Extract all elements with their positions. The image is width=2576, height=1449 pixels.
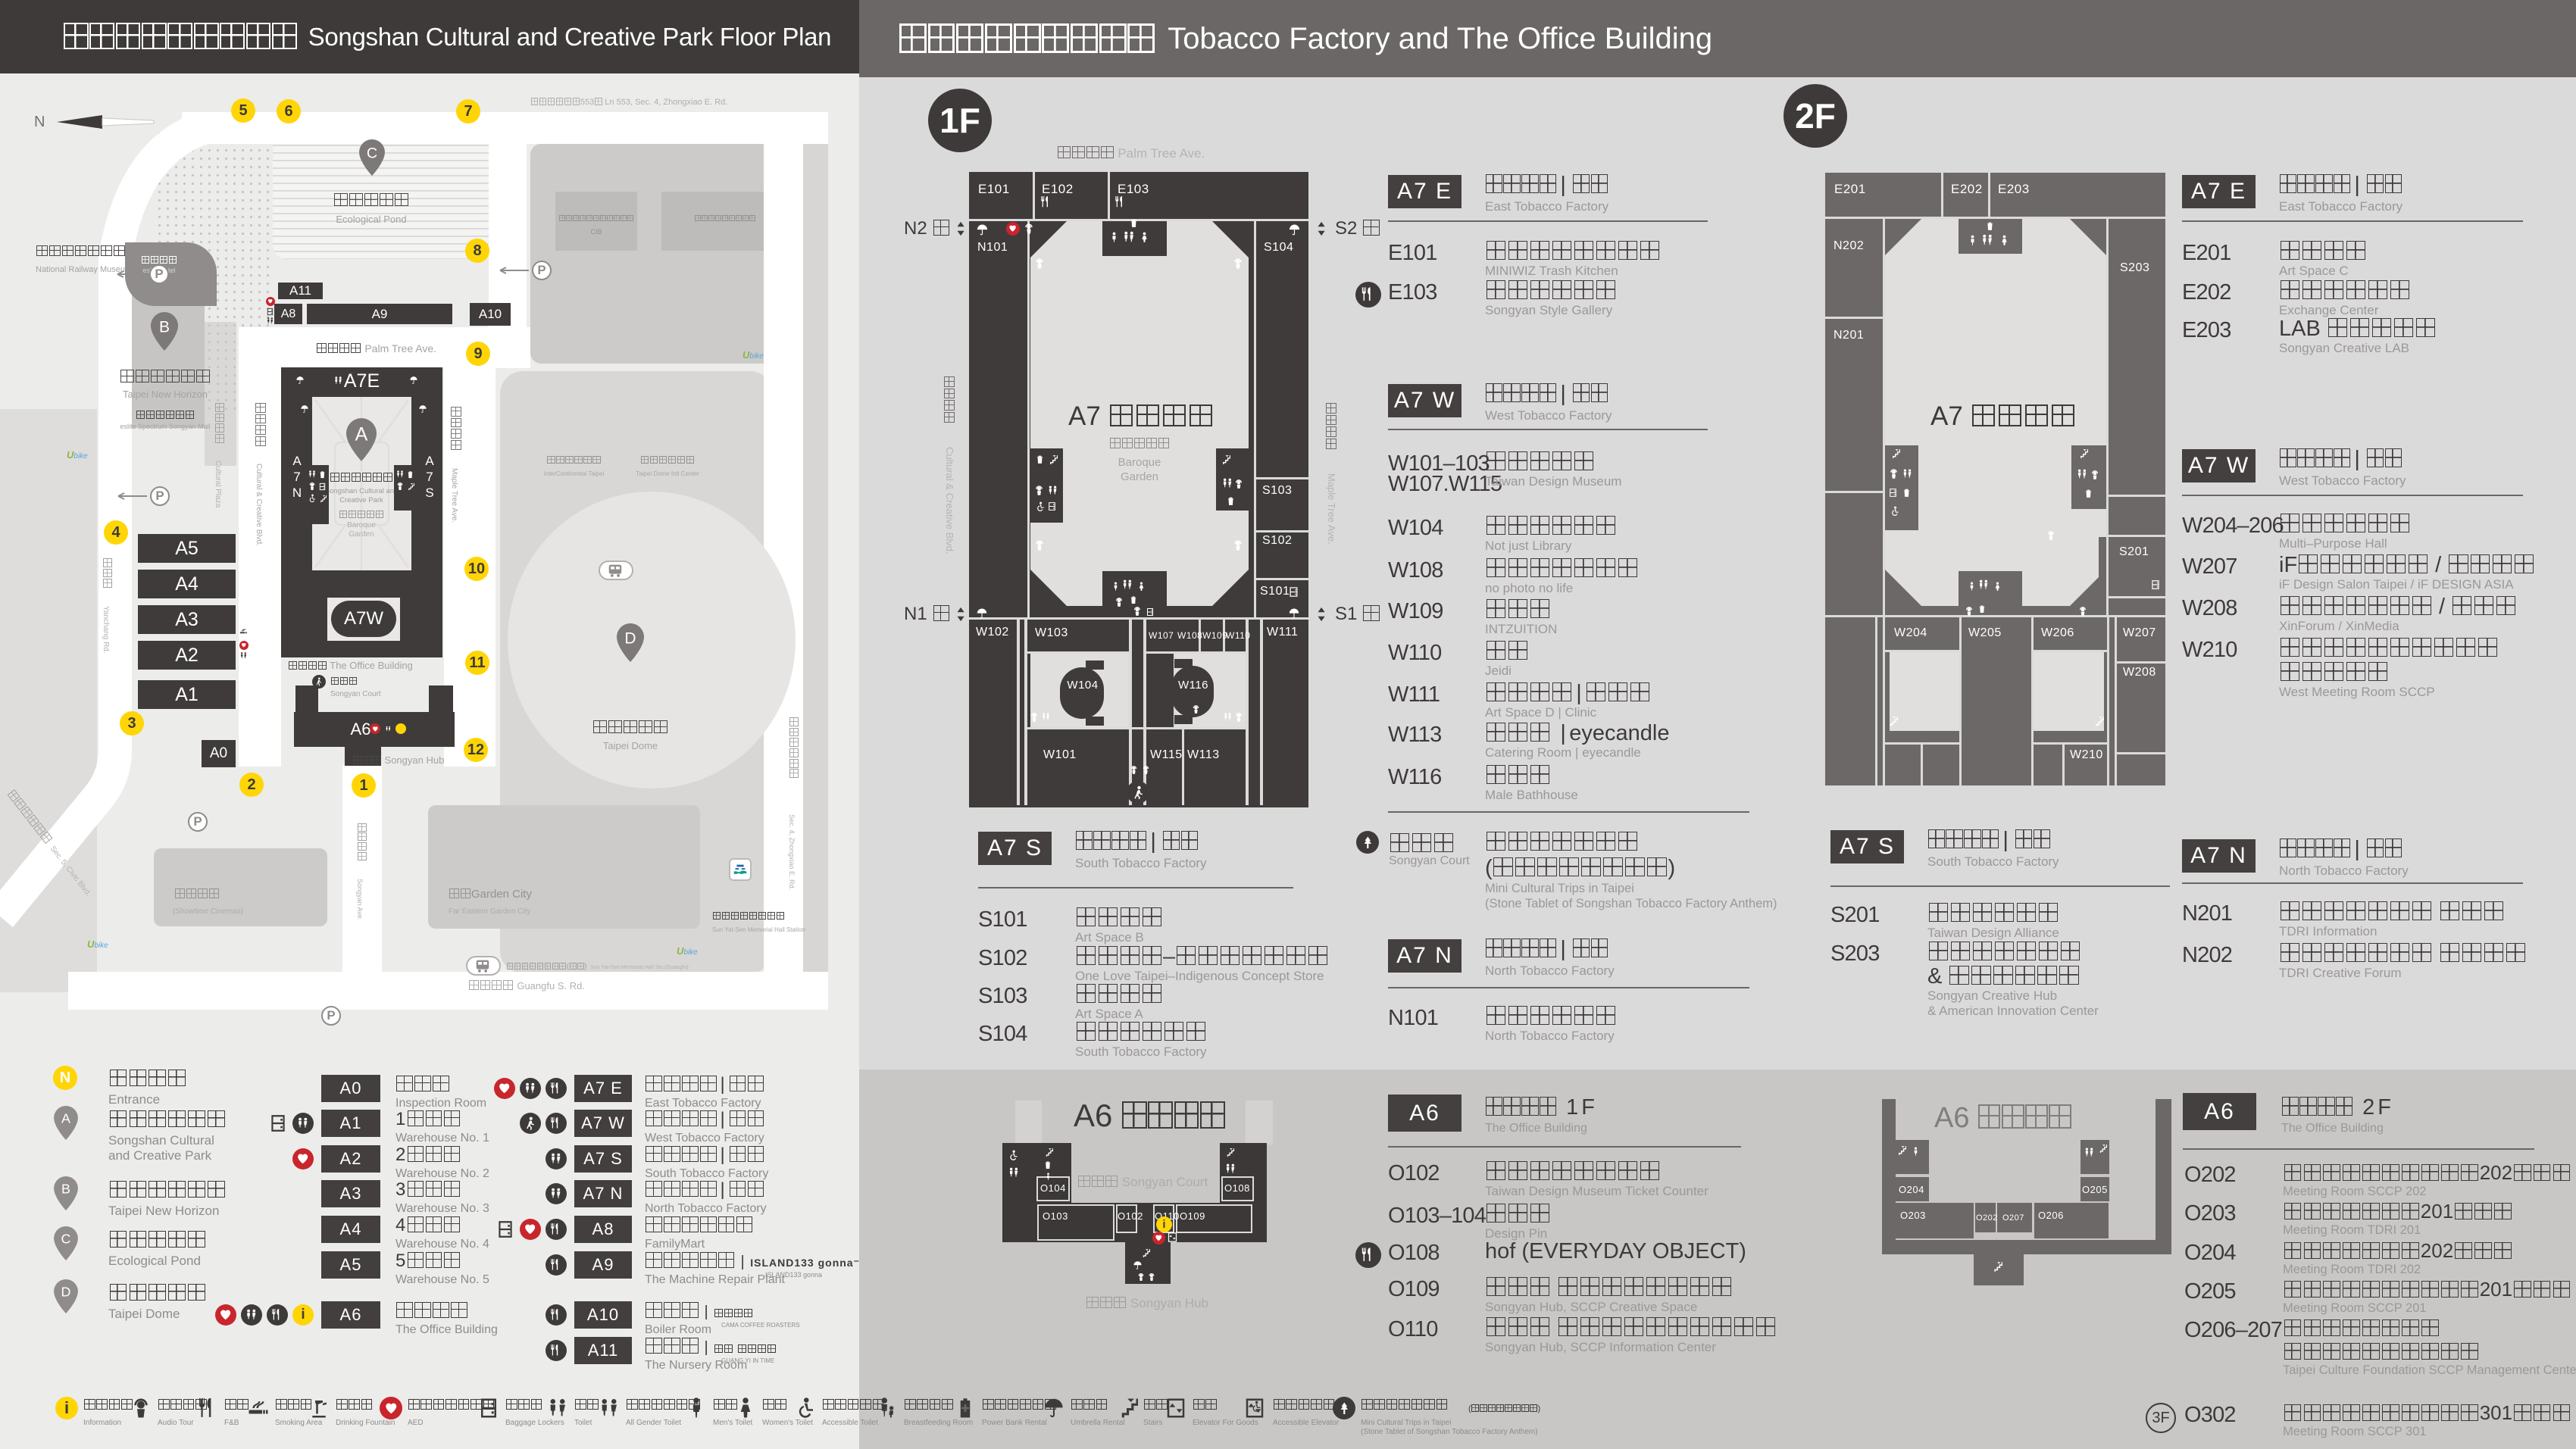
svg-text:D: D bbox=[61, 1285, 71, 1300]
svg-text:B: B bbox=[61, 1182, 70, 1197]
svg-text:A: A bbox=[355, 423, 368, 445]
svg-text:D: D bbox=[624, 629, 636, 647]
svg-text:A: A bbox=[61, 1111, 70, 1126]
svg-text:B: B bbox=[159, 318, 170, 336]
svg-text:C: C bbox=[61, 1232, 71, 1247]
svg-text:C: C bbox=[367, 145, 377, 162]
